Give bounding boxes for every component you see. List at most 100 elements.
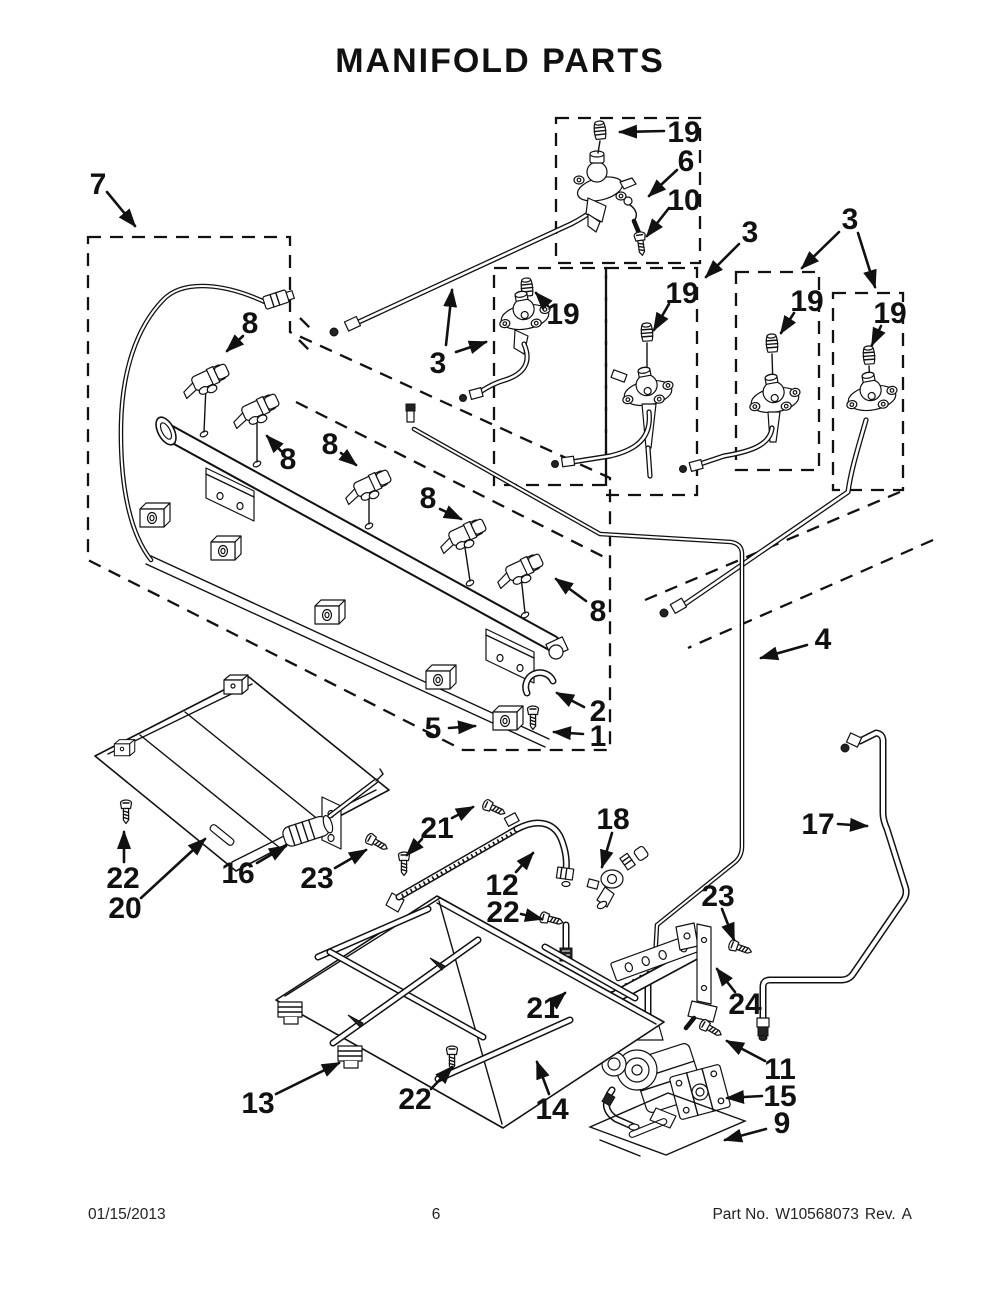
leader-8-2 [265,434,284,454]
leader-20 [139,837,207,900]
footer-revision-label: Rev. [864,1206,896,1223]
pipe-clip [522,669,557,697]
callout-8-1-label: 8 [242,307,259,340]
footer-part-number: W10568073 [775,1206,859,1223]
leader-19-top [618,124,666,139]
callout-19-b-label: 19 [546,298,579,331]
leader-6 [647,168,679,198]
callout-21-top-label: 21 [420,812,453,845]
leader-22-mid [519,908,544,922]
leader-17 [836,817,869,832]
callout-17-label: 17 [801,808,834,841]
leader-3a-2 [454,340,488,355]
leader-8-4 [438,505,463,521]
supply-tube-17 [756,729,910,1041]
footer-date: 01/15/2013 [88,1206,166,1223]
harness-plug [262,289,295,310]
screw-22-left [119,799,133,825]
callout-leaders [105,124,886,1143]
leader-11 [725,1039,767,1063]
callout-8-3-label: 8 [322,428,339,461]
wire-clamp-3 [314,599,346,625]
callout-10-label: 10 [667,184,700,217]
leader-16 [255,844,288,865]
callout-24-label: 24 [728,988,762,1021]
dashed-group-outlines [86,116,934,752]
callout-8-4-label: 8 [420,482,437,515]
wire-clamp-1 [139,502,171,528]
screw-10 [633,230,649,257]
leader-19-c [652,302,671,332]
leader-14 [535,1060,551,1096]
manifold-bracket-1 [205,467,255,522]
leader-3a-1 [443,288,458,347]
footer-page-number: 6 [431,1206,441,1223]
callout-20-label: 20 [108,892,141,925]
screw-1 [526,705,540,731]
callout-3-a-label: 3 [430,347,447,380]
callout-15-label: 15 [763,1080,796,1113]
callout-8-2-label: 8 [280,443,297,476]
panel-13-tab-2 [337,1045,363,1069]
group-box-7 [86,235,612,752]
page-title: MANIFOLD PARTS [335,42,665,80]
leader-12 [514,851,535,874]
pipe-end-fitting [545,636,569,660]
leader-9 [723,1127,768,1143]
burner-feed-tube-12 [385,797,575,929]
leader-23-right [720,907,736,942]
callout-6-label: 6 [678,145,695,178]
orifice-top [592,119,608,141]
orifice-5 [861,344,877,366]
callout-19-c-label: 19 [665,277,698,310]
spark-igniter-16 [282,768,391,855]
supply-tube-4 [405,403,745,963]
manifold-bracket-2 [485,628,535,684]
callout-3-c-label: 3 [842,203,859,236]
burner-valve-assembly-5 [659,344,901,618]
leader-21-1 [405,837,424,857]
panel-13-tab-1 [277,1001,303,1025]
callout-4-label: 4 [815,623,832,656]
burner-valve-4 [435,515,492,560]
group-box-valve-4 [734,270,821,472]
leader-4 [759,643,809,661]
leader-19-b [534,291,553,311]
callout-19-d-label: 19 [790,285,823,318]
screw-23-left [363,831,391,855]
leader-3b [704,242,741,279]
callout-labels: 7 19 6 10 3 19 19 3 3 19 19 8 8 8 8 8 5 … [90,116,907,1140]
panel-13-embossed-slots [314,905,639,1083]
callout-13-label: 13 [241,1087,274,1120]
wire-clamp-2 [210,535,242,561]
callout-3-b-label: 3 [742,216,759,249]
wire-harness [118,283,550,748]
wire-clamp-4 [425,664,457,690]
base-panel-13 [275,895,665,1129]
callout-14-label: 14 [535,1093,569,1126]
group-box-valve-2 [492,266,608,487]
callout-19-e-label: 19 [873,297,906,330]
wire-clamp-5 [492,705,524,731]
callout-23-left-label: 23 [300,862,333,895]
top-burner-valve-assembly [329,119,649,337]
callout-22-mid-label: 22 [486,896,519,929]
bracket-24 [610,922,755,1031]
screw-23-right [726,938,755,958]
footer-part-label: Part No. [712,1206,770,1223]
leader-7 [105,190,137,228]
panel-tab-2 [113,739,136,757]
leader-5 [447,720,477,735]
leader-2 [555,691,586,709]
callout-1-label: 1 [590,720,607,753]
heat-shield-panel-20 [94,674,390,872]
elbow-fitting-18 [586,845,649,910]
screw-21-b [480,797,508,820]
callout-12-label: 12 [485,869,518,902]
burner-valve-assembly-3 [551,321,677,479]
orifice-4 [764,332,780,354]
leader-13 [274,1061,341,1096]
leader-3c-2 [856,231,877,289]
